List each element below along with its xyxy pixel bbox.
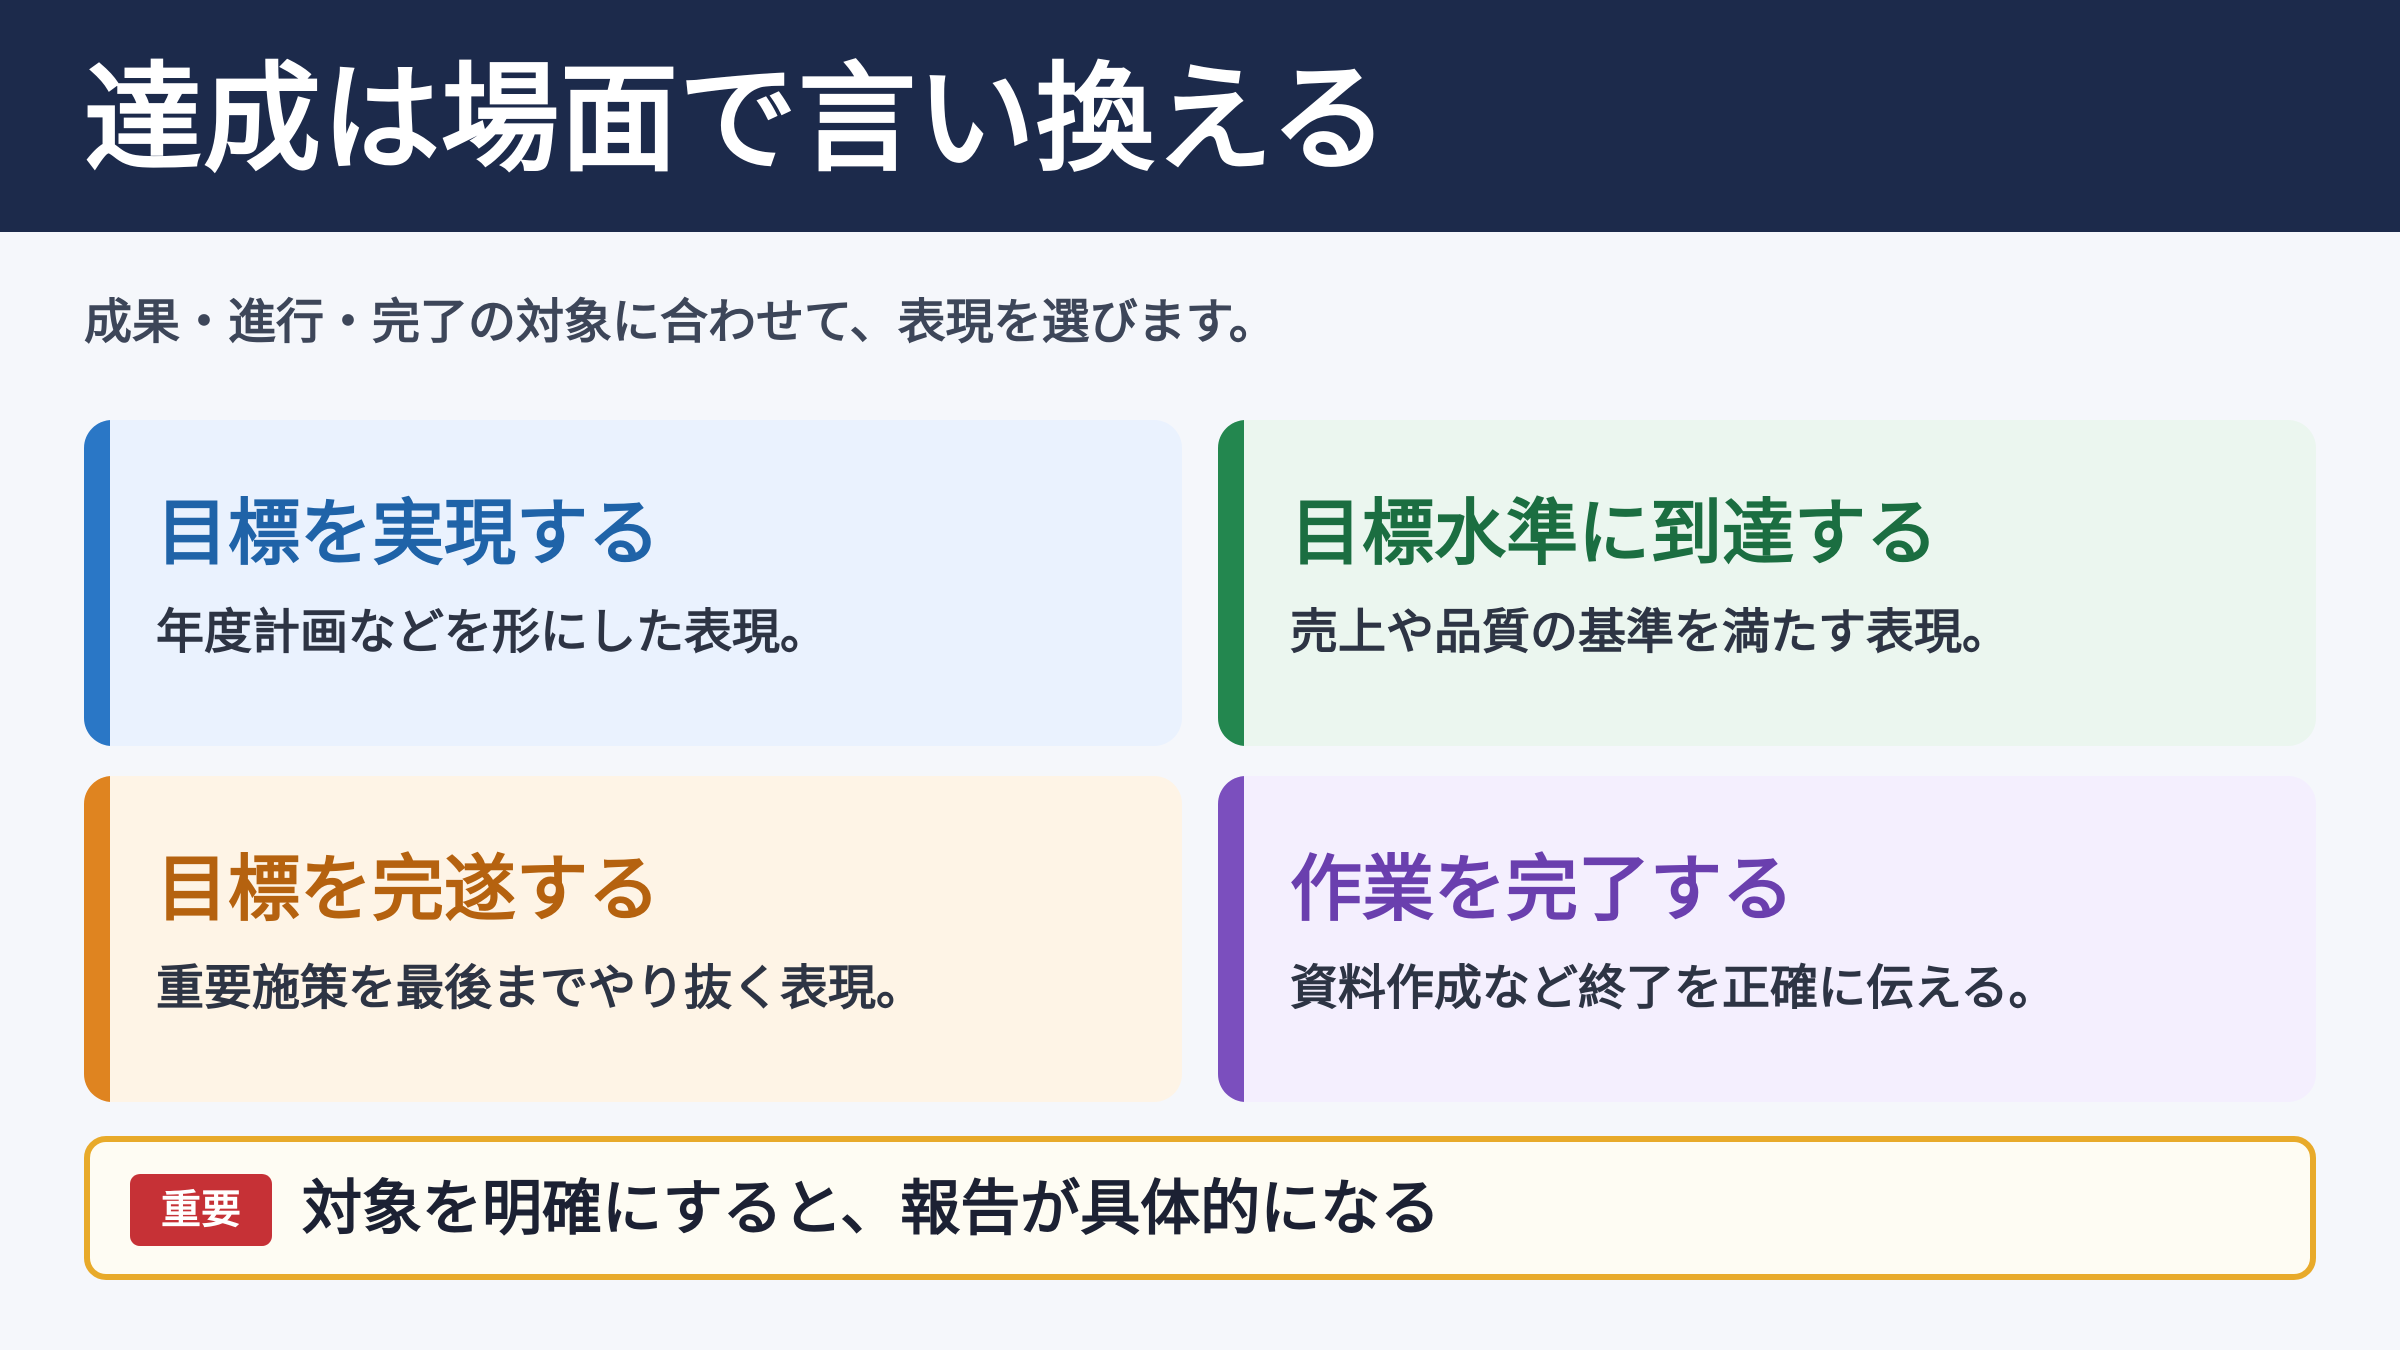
card-accent-bar [84,776,110,1102]
card-description: 重要施策を最後までやり抜く表現。 [156,960,925,1016]
card-description: 年度計画などを形にした表現。 [156,604,829,660]
important-note: 重要 対象を明確にすると、報告が具体的になる [84,1136,2316,1280]
card-title: 作業を完了する [1290,847,1795,931]
card-accent-bar [1218,420,1244,746]
card-title: 目標を実現する [156,491,661,575]
page-title: 達成は場面で言い換える [84,50,1390,188]
card-title: 目標を完遂する [156,847,661,931]
card-description: 売上や品質の基準を満たす表現。 [1290,604,2011,660]
card-realize-goal: 目標を実現する 年度計画などを形にした表現。 [84,420,1182,746]
card-description: 資料作成など終了を正確に伝える。 [1290,960,2057,1016]
note-text: 対象を明確にすると、報告が具体的になる [302,1174,1441,1244]
page-subtitle: 成果・進行・完了の対象に合わせて、表現を選びます。 [84,294,1277,350]
card-accent-bar [84,420,110,746]
card-reach-standard: 目標水準に到達する 売上や品質の基準を満たす表現。 [1218,420,2316,746]
header-bar: 達成は場面で言い換える [0,0,2400,232]
card-title: 目標水準に到達する [1290,491,1939,575]
card-complete-task: 作業を完了する 資料作成など終了を正確に伝える。 [1218,776,2316,1102]
card-accent-bar [1218,776,1244,1102]
card-accomplish-goal: 目標を完遂する 重要施策を最後までやり抜く表現。 [84,776,1182,1102]
important-badge: 重要 [130,1174,272,1246]
